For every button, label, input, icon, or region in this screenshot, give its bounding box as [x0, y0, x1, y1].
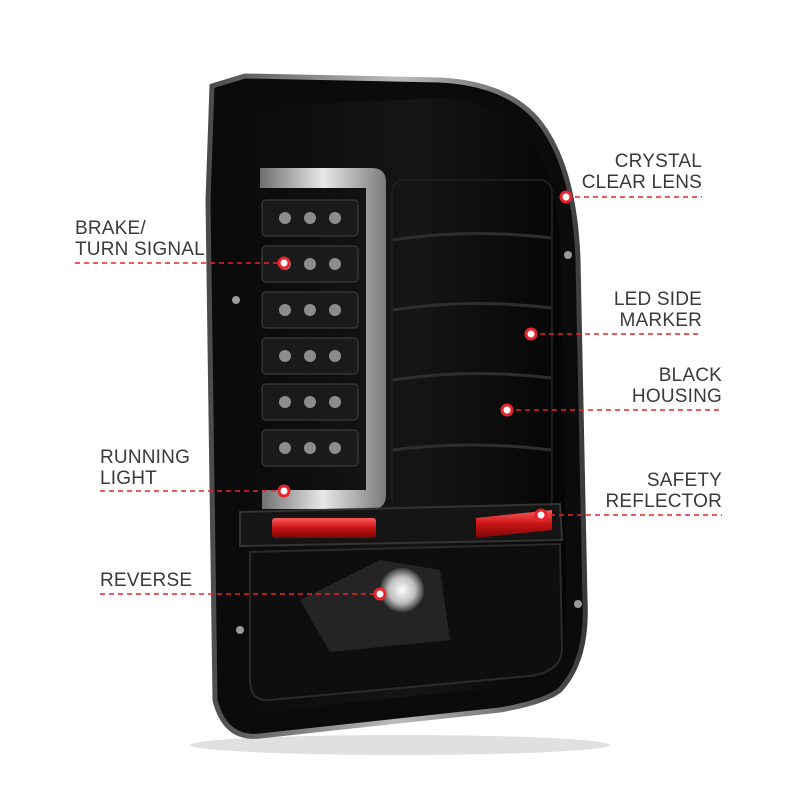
black-housing-dot: [500, 403, 514, 417]
reverse-dot: [373, 587, 387, 601]
right-reflector: [476, 510, 552, 538]
callout-black-housing-line2: HOUSING: [631, 386, 722, 407]
callout-brake-turn: BRAKE/ TURN SIGNAL: [75, 218, 205, 260]
callout-crystal-lens: CRYSTAL CLEAR LENS: [582, 151, 702, 193]
callout-lines: [75, 196, 722, 595]
led-side-marker-dot: [524, 327, 538, 341]
callout-running-light-line1: RUNNING: [100, 447, 191, 468]
callout-safety-reflector-line1: SAFETY: [646, 470, 722, 491]
callout-reverse-line1: REVERSE: [100, 570, 193, 591]
reverse-bulb: [380, 568, 424, 612]
brake-turn-dot: [277, 256, 291, 270]
callout-running-light-line2: LIGHT: [100, 468, 157, 489]
callout-brake-turn-line1: BRAKE/: [75, 218, 146, 239]
callout-running-light: RUNNING LIGHT: [100, 447, 190, 489]
callout-black-housing-line1: BLACK: [658, 365, 722, 386]
callout-safety-reflector: SAFETY REFLECTOR: [605, 470, 722, 512]
callout-led-side-marker-line1: LED SIDE: [613, 289, 702, 310]
callout-led-side-marker-line2: MARKER: [619, 310, 702, 331]
callout-reverse: REVERSE: [100, 570, 192, 591]
running-light-bar: [260, 168, 386, 509]
ground-shadow: [190, 735, 610, 755]
callout-led-side-marker: LED SIDE MARKER: [614, 289, 702, 331]
crystal-lens-dot: [559, 190, 573, 204]
running-light-dot: [277, 484, 291, 498]
mounting-tabs: [232, 251, 582, 634]
led-array: [261, 199, 359, 467]
callout-black-housing: BLACK HOUSING: [632, 365, 722, 407]
housing-ridges: [391, 231, 553, 452]
callout-safety-reflector-line2: REFLECTOR: [605, 491, 722, 512]
callout-brake-turn-line2: TURN SIGNAL: [75, 239, 205, 260]
left-reflector: [272, 518, 376, 538]
callout-crystal-lens-line1: CRYSTAL: [614, 151, 702, 172]
callout-dots: [277, 190, 573, 601]
callout-crystal-lens-line2: CLEAR LENS: [581, 172, 702, 193]
safety-reflector-dot: [534, 508, 548, 522]
